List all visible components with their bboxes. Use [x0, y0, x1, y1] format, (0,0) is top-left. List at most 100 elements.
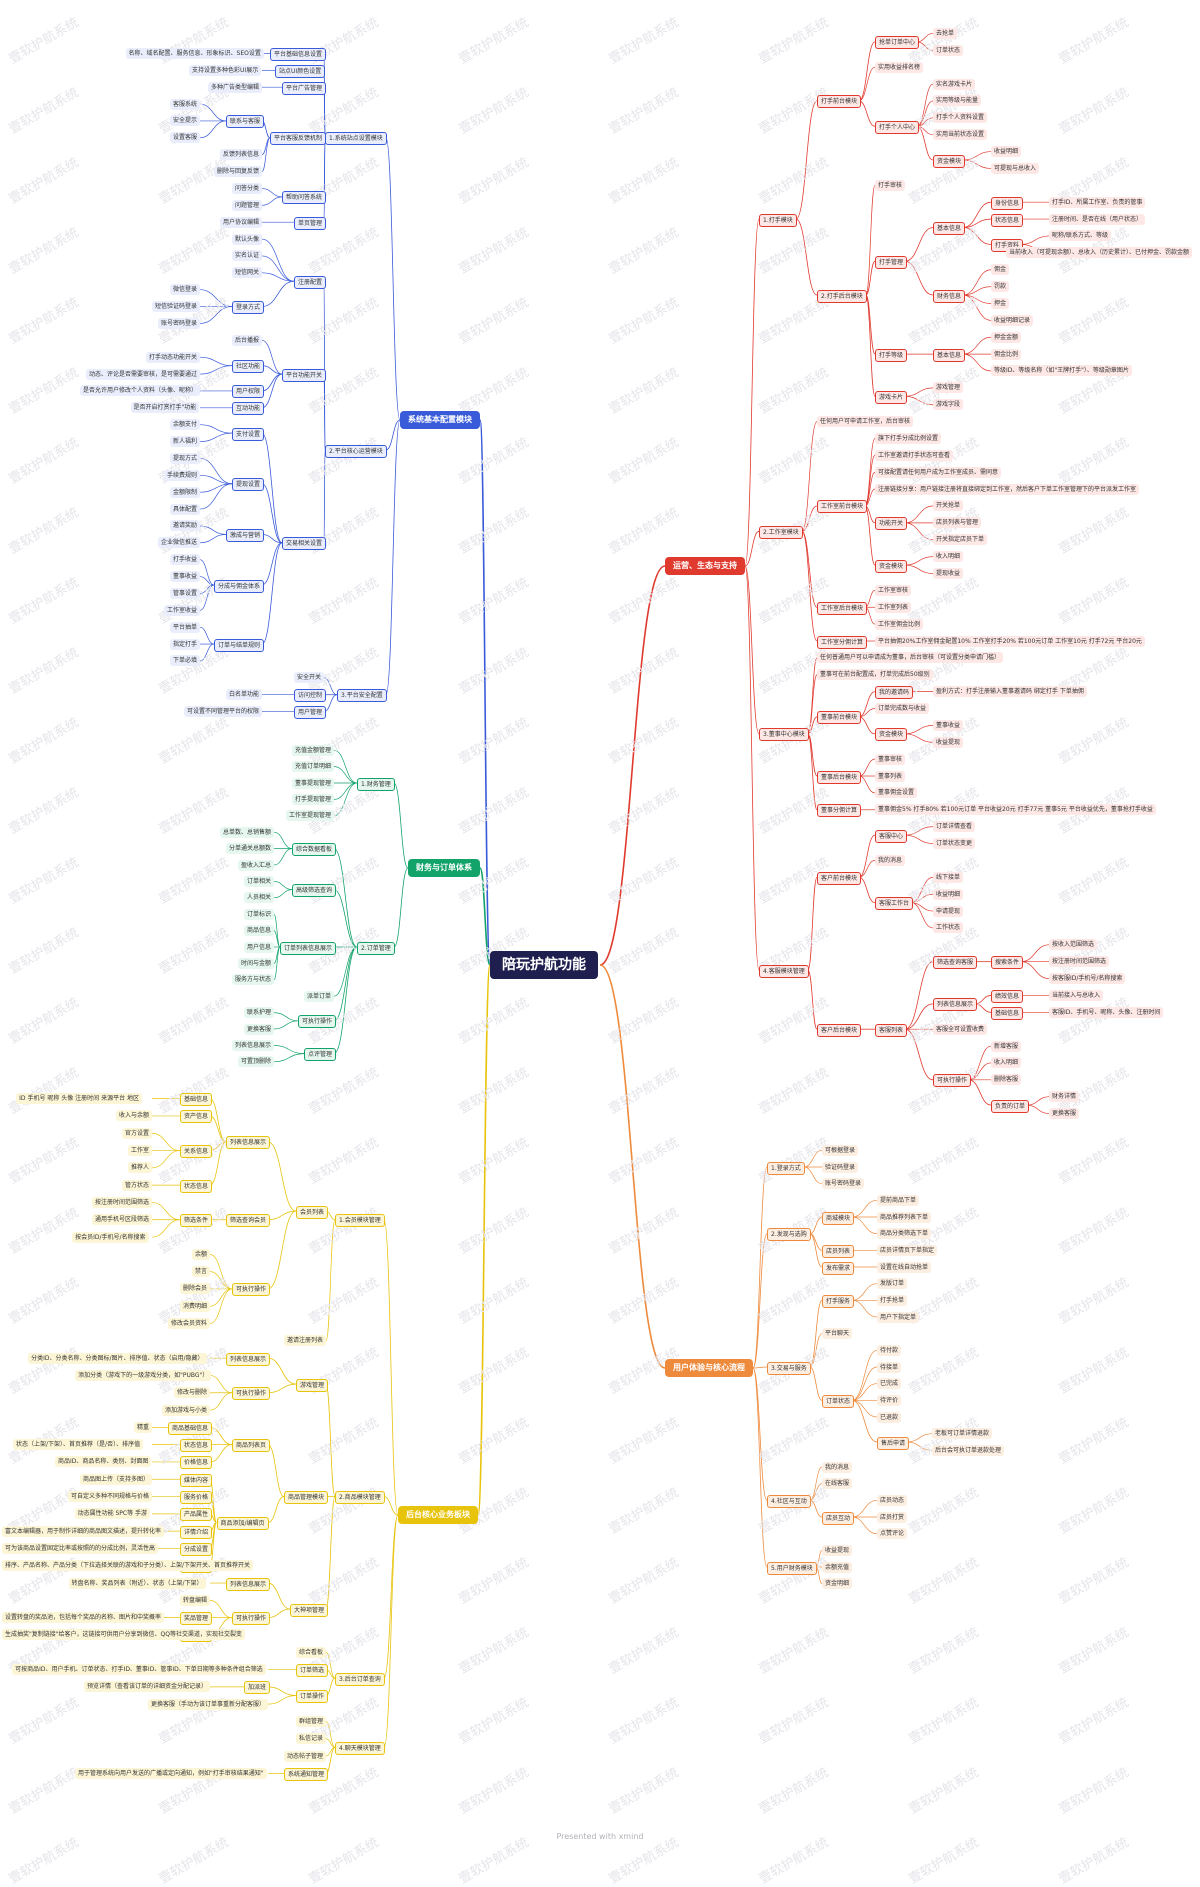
- branch-1-1-3-1-leaf[interactable]: 多种广告类型编辑: [208, 81, 263, 93]
- branch-4-1-2-1-leaf[interactable]: 打手审核: [875, 179, 906, 191]
- branch-5-node[interactable]: 用户体验与核心流程: [665, 1359, 753, 1377]
- branch-4-4-2-1-2-2-1-leaf[interactable]: 客服ID、手机号、昵称、头像、注册时间: [1049, 1006, 1164, 1018]
- branch-4-1-2-2-2-1-leaf[interactable]: 佣金: [991, 264, 1010, 276]
- branch-3-2-2-1-2-1-leaf[interactable]: 状态（上架/下架）、首页推荐（是/否）、排序值: [13, 1439, 144, 1451]
- branch-1-2-2-2-1-leaf[interactable]: 打手动态功能开关: [146, 351, 201, 363]
- branch-4-4-1-node[interactable]: 客户前台模块: [817, 871, 862, 885]
- branch-4-3-4-node[interactable]: 董事后台模块: [817, 770, 862, 784]
- branch-1-3-3-node[interactable]: 用户管理: [294, 706, 327, 720]
- branch-4-1-2-2-1-3-1-leaf[interactable]: 昵称/联系方式、等级: [1049, 230, 1112, 242]
- branch-4-4-1-1-node[interactable]: 客服中心: [875, 829, 908, 843]
- branch-3-1-node[interactable]: 1.会员模块管理: [335, 1214, 385, 1228]
- branch-3-1-1-1-2-node[interactable]: 资产信息: [180, 1110, 213, 1124]
- branch-1-2-3-1-2-leaf[interactable]: 新人福利: [170, 436, 201, 448]
- branch-2-1-2-leaf[interactable]: 充值订单明细: [292, 761, 335, 773]
- branch-4-4-2-1-4-4-node[interactable]: 负责的订单: [991, 1099, 1030, 1113]
- branch-4-1-1-3-node[interactable]: 打手个人中心: [875, 120, 920, 134]
- branch-3-2-2-2-5-1-leaf[interactable]: 可为该商品设置固定比率或按照的的分成比例，灵活性高: [2, 1542, 159, 1554]
- branch-4-2-4-node[interactable]: 工作室分佣计算: [817, 635, 868, 649]
- branch-2-node[interactable]: 财务与订单体系: [408, 859, 480, 877]
- branch-4-2-3-1-leaf[interactable]: 工作室审核: [875, 584, 912, 596]
- branch-4-3-4-2-leaf[interactable]: 董事列表: [875, 770, 906, 782]
- branch-4-4-2-1-node[interactable]: 客服列表: [875, 1023, 908, 1037]
- branch-3-2-2-1-1-1-leaf[interactable]: 精重: [134, 1421, 153, 1433]
- branch-2-2-1-node[interactable]: 综合数据看板: [292, 843, 337, 857]
- branch-5-3-3-1-leaf[interactable]: 待付款: [877, 1344, 902, 1356]
- branch-3-1-1-2-node[interactable]: 筛选查询会员: [226, 1214, 271, 1228]
- branch-1-2-3-4-3-leaf[interactable]: 管事设置: [170, 587, 201, 599]
- branch-5-2-2-node[interactable]: 店员列表: [822, 1244, 855, 1258]
- branch-3-3-3-2-leaf[interactable]: 更换客服（手动为该订单事重新分配客服）: [148, 1698, 269, 1710]
- branch-1-1-6-node[interactable]: 单页管理: [294, 216, 327, 230]
- branch-3-1-1-2-1-node[interactable]: 筛选条件: [180, 1214, 213, 1228]
- branch-1-3-2-1-leaf[interactable]: 白名单功能: [226, 689, 263, 701]
- branch-4-1-2-2-node[interactable]: 打手管理: [875, 255, 908, 269]
- branch-5-1-2-leaf[interactable]: 验证码登录: [822, 1161, 859, 1173]
- branch-5-2-1-node[interactable]: 商城模块: [822, 1211, 855, 1225]
- branch-2-2-3-3-leaf[interactable]: 用户信息: [244, 941, 275, 953]
- branch-4-1-1-node[interactable]: 打手前台模块: [817, 95, 862, 109]
- branch-4-1-2-2-1-1-1-leaf[interactable]: 打手ID、所属工作室、负责的管事: [1049, 196, 1146, 208]
- branch-4-3-3-3-1-leaf[interactable]: 董事收益: [933, 719, 964, 731]
- branch-5-3-3-2-leaf[interactable]: 待接单: [877, 1361, 902, 1373]
- branch-5-3-2-leaf[interactable]: 平台聊天: [822, 1328, 853, 1340]
- branch-4-3-5-1-leaf[interactable]: 董事佣金5% 打手80% 若100元订单 平台收益20元 打手77元 董事5元 …: [875, 804, 1156, 816]
- branch-1-1-4-2-leaf[interactable]: 反馈列表信息: [220, 149, 263, 161]
- branch-1-1-1-1-leaf[interactable]: 名称、域名配置、服务信息、形象标识、SEO设置: [125, 47, 264, 59]
- branch-4-4-2-1-4-3-leaf[interactable]: 删除客服: [991, 1074, 1022, 1086]
- branch-1-1-1-node[interactable]: 平台基础信息设置: [270, 47, 327, 61]
- branch-5-3-node[interactable]: 3.交易与服务: [767, 1361, 811, 1375]
- branch-5-3-3-3-leaf[interactable]: 已完成: [877, 1378, 902, 1390]
- branch-3-2-2-2-6-1-leaf[interactable]: 排序、产品名称、产品分类（下拉选择关联的游戏和子分类）、上架/下架开关、首页推荐…: [2, 1560, 254, 1572]
- branch-1-2-1-1-leaf[interactable]: 默认头像: [232, 233, 263, 245]
- branch-2-1-3-leaf[interactable]: 董事提现管理: [292, 777, 335, 789]
- branch-5-3-1-node[interactable]: 打手服务: [822, 1294, 855, 1308]
- branch-1-1-4-1-1-leaf[interactable]: 客服系统: [170, 98, 201, 110]
- branch-4-2-2-5-3-leaf[interactable]: 开关指定店员下单: [933, 534, 988, 546]
- branch-4-1-2-2-2-4-leaf[interactable]: 收益明细记录: [991, 314, 1034, 326]
- branch-2-2-3-4-leaf[interactable]: 时间与金额: [238, 957, 275, 969]
- branch-1-2-3-5-node[interactable]: 订单与结单规则: [214, 638, 265, 652]
- branch-4-1-2-3-1-3-leaf[interactable]: 等级ID、等级名称（如"王牌打手"）、等级勋章图片: [991, 365, 1132, 377]
- branch-1-2-3-4-4-leaf[interactable]: 工作室收益: [164, 604, 201, 616]
- branch-4-3-3-2-leaf[interactable]: 订单完成数与收益: [875, 703, 930, 714]
- branch-4-4-2-1-4-4-2-leaf[interactable]: 更换客服: [1049, 1108, 1080, 1120]
- branch-3-2-3-1-node[interactable]: 列表信息展示: [226, 1577, 271, 1591]
- branch-5-1-1-leaf[interactable]: 可根据登录: [822, 1144, 859, 1156]
- branch-3-3-2-node[interactable]: 订单筛选: [296, 1664, 329, 1678]
- branch-4-1-2-node[interactable]: 2.打手后台模块: [817, 289, 867, 303]
- branch-4-3-1-leaf[interactable]: 任何普通用户可以申请成为董事，后台审核（可设置分类申请门槛）: [817, 652, 1004, 664]
- branch-4-1-2-2-1-2-node[interactable]: 状态信息: [991, 213, 1024, 227]
- branch-2-2-1-3-leaf[interactable]: 盈收入汇总: [238, 859, 275, 871]
- branch-3-2-2-1-2-node[interactable]: 状态信息: [180, 1439, 213, 1453]
- branch-5-2-3-node[interactable]: 发布需求: [822, 1261, 855, 1275]
- branch-4-2-2-6-2-leaf[interactable]: 提现收益: [933, 568, 964, 579]
- branch-4-2-3-2-leaf[interactable]: 工作室列表: [875, 601, 912, 613]
- branch-4-2-3-3-leaf[interactable]: 工作室佣金比例: [875, 618, 924, 630]
- branch-5-3-1-1-leaf[interactable]: 发版订单: [877, 1278, 908, 1290]
- branch-3-2-2-2-1-node[interactable]: 媒体内容: [180, 1473, 213, 1487]
- branch-3-1-1-2-1-2-leaf[interactable]: 通用手机号区段筛选: [92, 1214, 153, 1226]
- branch-4-2-2-node[interactable]: 工作室前台模块: [817, 500, 868, 514]
- branch-1-2-3-5-3-leaf[interactable]: 下单必填: [170, 655, 201, 667]
- branch-5-3-3-4-leaf[interactable]: 待评价: [877, 1394, 902, 1406]
- branch-5-4-3-node[interactable]: 店员互动: [822, 1511, 855, 1525]
- branch-4-1-1-1-node[interactable]: 抢单订单中心: [875, 36, 920, 50]
- branch-1-1-4-1-2-leaf[interactable]: 安全提示: [170, 115, 201, 127]
- branch-4-1-1-3-4-leaf[interactable]: 实用当前状态设置: [933, 129, 988, 141]
- branch-3-2-3-2-node[interactable]: 可执行操作: [232, 1612, 271, 1626]
- branch-4-1-2-2-1-3-2-leaf[interactable]: 当前收入（可提现余额）、总收入（历史累计）、已付押金、罚款金额: [1006, 247, 1193, 259]
- branch-1-1-4-1-node[interactable]: 联系与客服: [226, 115, 265, 129]
- branch-4-1-2-2-2-2-leaf[interactable]: 罚款: [991, 281, 1010, 293]
- branch-1-2-3-4-2-leaf[interactable]: 董事收益: [170, 571, 201, 583]
- branch-4-3-3-node[interactable]: 董事前台模块: [817, 711, 862, 725]
- branch-2-1-1-leaf[interactable]: 充值金额管理: [292, 744, 335, 756]
- branch-3-4-4-1-leaf[interactable]: 用于管理系统向用户发送的广播或定向通知，例如"打手审核结果通知": [75, 1767, 267, 1779]
- branch-4-3-3-3-node[interactable]: 资金模块: [875, 728, 908, 742]
- branch-4-2-2-5-2-leaf[interactable]: 店员列表与管理: [933, 517, 982, 529]
- branch-5-4-2-leaf[interactable]: 在线客服: [822, 1478, 853, 1490]
- branch-1-2-3-1-node[interactable]: 支付设置: [232, 427, 265, 441]
- branch-3-1-1-1-2-1-leaf[interactable]: 收入与余额: [116, 1110, 153, 1122]
- branch-1-2-2-3-node[interactable]: 用户权限: [232, 385, 265, 399]
- branch-3-1-1-3-2-leaf[interactable]: 禁言: [192, 1266, 211, 1278]
